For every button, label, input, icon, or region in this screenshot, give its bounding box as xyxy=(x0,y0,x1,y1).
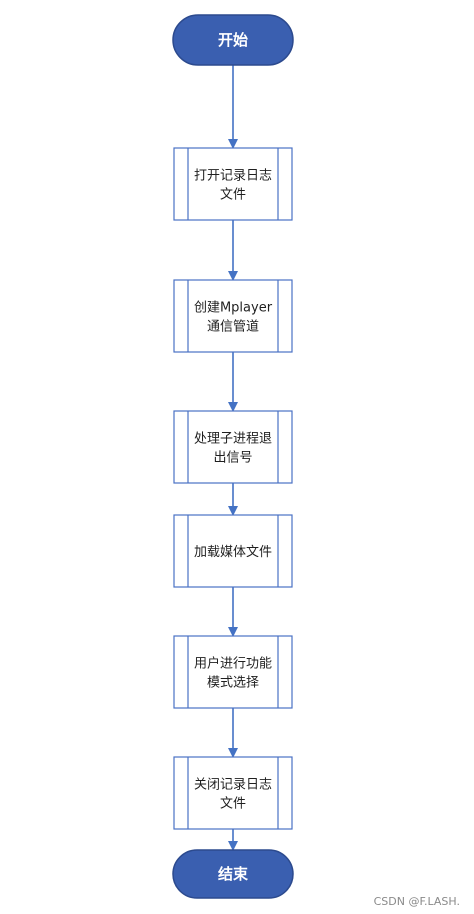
process-box xyxy=(173,514,293,588)
process-label: 用户进行功能 xyxy=(194,656,272,672)
start-terminal: 开始 xyxy=(172,14,294,66)
process-step: 加载媒体文件 xyxy=(173,514,293,588)
process-label: 通信管道 xyxy=(207,320,259,335)
start-label: 开始 xyxy=(218,31,248,49)
process-box xyxy=(173,756,293,830)
process-label: 关闭记录日志 xyxy=(194,778,272,793)
process-box xyxy=(173,279,293,353)
process-label: 文件 xyxy=(220,797,246,812)
process-label: 文件 xyxy=(220,188,246,203)
process-label: 创建Mplayer xyxy=(194,301,273,316)
process-label: 处理子进程退 xyxy=(194,432,272,447)
start-shape xyxy=(172,14,294,66)
end-shape xyxy=(172,849,294,899)
process-label: 加载媒体文件 xyxy=(194,545,272,560)
process-box xyxy=(173,635,293,709)
process-step: 创建Mplayer 通信管道 xyxy=(173,279,293,353)
process-label: 模式选择 xyxy=(207,676,259,691)
process-steps: 打开记录日志文件创建Mplayer通信管道处理子进程退出信号加载媒体文件用户进行… xyxy=(173,147,293,830)
end-terminal: 结束 xyxy=(172,849,294,899)
process-label: 打开记录日志 xyxy=(194,169,272,184)
watermark: CSDN @F.LASH. xyxy=(373,895,460,908)
process-box xyxy=(173,410,293,484)
end-label: 结束 xyxy=(218,865,249,883)
process-box xyxy=(173,147,293,221)
process-label: 出信号 xyxy=(213,451,252,466)
